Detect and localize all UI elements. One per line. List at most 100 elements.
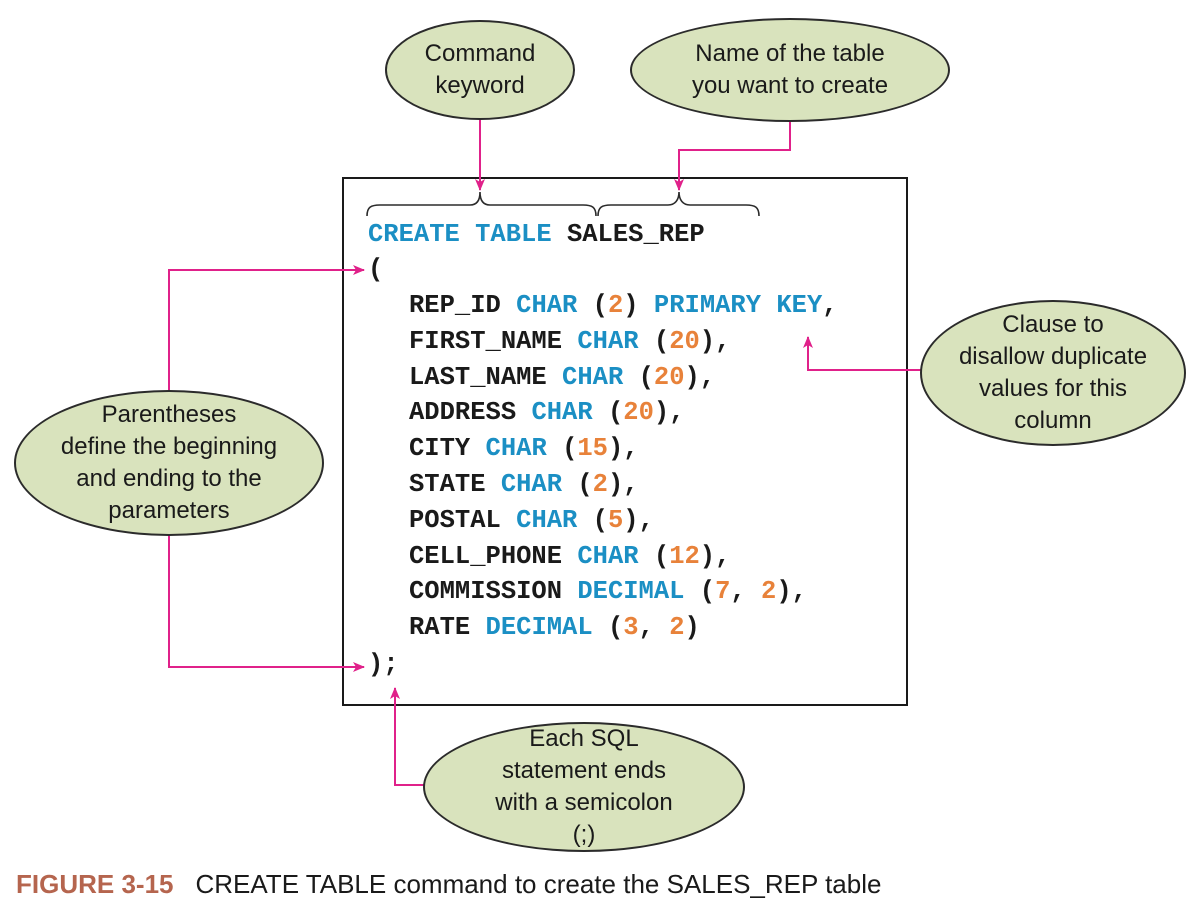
connector-paren-close (168, 534, 365, 672)
column-type: CHAR (577, 542, 639, 571)
line-comma: , (715, 327, 731, 356)
line-comma: , (822, 291, 838, 320)
column-size: 20 (623, 398, 654, 427)
size-separator: , (730, 577, 746, 606)
column-definition-line: RATE DECIMAL (3, 2) (409, 613, 700, 643)
close-paren: ) (776, 577, 792, 606)
create-table-keyword: CREATE TABLE (368, 220, 552, 249)
column-name: ADDRESS (409, 398, 517, 427)
column-size: 15 (577, 434, 608, 463)
code-close-statement: ); (368, 650, 399, 679)
line-comma: , (623, 434, 639, 463)
column-size: 12 (669, 542, 700, 571)
column-name: POSTAL (409, 506, 501, 535)
line-comma: , (699, 363, 716, 392)
column-type: CHAR (485, 434, 547, 463)
callout-parentheses: Parentheses define the beginning and end… (14, 390, 324, 536)
column-scale: 2 (761, 577, 777, 606)
column-type: DECIMAL (485, 613, 593, 642)
open-paren: ( (592, 506, 608, 535)
constraint-keyword: PRIMARY KEY (653, 291, 823, 320)
column-name: STATE (409, 470, 486, 499)
open-paren: ( (592, 291, 608, 320)
column-definition-line: CELL_PHONE CHAR (12), (409, 542, 730, 572)
callout-parentheses-text: Parentheses define the beginning and end… (60, 401, 278, 524)
brace-command-keyword (366, 191, 597, 217)
column-type: CHAR (577, 327, 639, 356)
column-name: REP_ID (409, 291, 501, 320)
figure-label: FIGURE 3-15 (16, 869, 174, 899)
open-paren: ( (577, 470, 593, 499)
column-size: 20 (653, 363, 685, 392)
code-line-create: CREATE TABLE SALES_REP (368, 220, 705, 250)
column-name: FIRST_NAME (409, 327, 563, 356)
code-open-paren: ( (368, 255, 384, 284)
close-paren: ) (684, 363, 700, 392)
callout-semicolon-text: Each SQL statement ends with a semicolon… (495, 725, 673, 848)
close-paren: ) (699, 327, 716, 356)
connector-primary-key (803, 336, 921, 371)
open-paren: ( (562, 434, 578, 463)
callout-table-name-text: Name of the table you want to create (691, 40, 889, 99)
column-definition-line: POSTAL CHAR (5), (409, 506, 654, 536)
connector-table-name (674, 120, 791, 191)
callout-command-keyword: Command keyword (385, 20, 575, 120)
figure-caption-text: CREATE TABLE command to create the SALES… (195, 869, 882, 899)
callout-primary-key-text: Clause to disallow duplicate values for … (958, 311, 1148, 434)
line-comma: , (791, 577, 807, 606)
line-comma: , (638, 506, 654, 535)
column-type: CHAR (531, 398, 593, 427)
column-size: 5 (607, 506, 624, 535)
column-name: RATE (409, 613, 471, 642)
callout-semicolon: Each SQL statement ends with a semicolon… (423, 722, 745, 852)
callout-primary-key: Clause to disallow duplicate values for … (920, 300, 1186, 446)
callout-command-keyword-text: Command keyword (424, 40, 536, 99)
line-comma: , (715, 542, 731, 571)
figure-caption: FIGURE 3-15 CREATE TABLE command to creat… (16, 866, 881, 902)
column-size: 7 (715, 577, 731, 606)
close-paren: ) (607, 434, 624, 463)
open-paren: ( (699, 577, 716, 606)
line-comma: , (623, 470, 639, 499)
column-definition-line: REP_ID CHAR (2) PRIMARY KEY, (409, 291, 838, 321)
connector-semicolon (390, 687, 425, 786)
column-name: CITY (409, 434, 471, 463)
column-definition-line: CITY CHAR (15), (409, 434, 639, 464)
open-paren: ( (653, 542, 670, 571)
table-name: SALES_REP (566, 220, 705, 249)
close-paren: ) (607, 470, 624, 499)
open-paren: ( (607, 613, 624, 642)
column-definition-line: FIRST_NAME CHAR (20), (409, 327, 730, 357)
column-definition-line: ADDRESS CHAR (20), (409, 398, 685, 428)
column-name: CELL_PHONE (409, 542, 563, 571)
close-paren: ) (623, 506, 639, 535)
column-definition-line: LAST_NAME CHAR (20), (409, 363, 715, 393)
open-paren: ( (653, 327, 670, 356)
column-size: 20 (669, 327, 700, 356)
close-paren: ) (653, 398, 670, 427)
column-type: CHAR (516, 506, 578, 535)
sql-code-box (342, 177, 908, 706)
column-definition-line: STATE CHAR (2), (409, 470, 639, 500)
brace-table-name (597, 191, 760, 217)
callout-table-name: Name of the table you want to create (630, 18, 950, 122)
line-comma: , (669, 398, 685, 427)
column-type: CHAR (500, 470, 563, 499)
column-name: LAST_NAME (409, 363, 547, 392)
column-size: 2 (592, 470, 608, 499)
column-definition-line: COMMISSION DECIMAL (7, 2), (409, 577, 807, 607)
open-paren: ( (638, 363, 654, 392)
close-paren: ) (623, 291, 639, 320)
column-type: DECIMAL (577, 577, 685, 606)
close-paren: ) (684, 613, 700, 642)
column-size: 2 (607, 291, 624, 320)
close-paren: ) (699, 542, 716, 571)
column-type: CHAR (562, 363, 624, 392)
size-separator: , (638, 613, 654, 642)
connector-paren-open (168, 265, 365, 392)
column-name: COMMISSION (409, 577, 563, 606)
column-size: 3 (623, 613, 639, 642)
column-scale: 2 (669, 613, 685, 642)
